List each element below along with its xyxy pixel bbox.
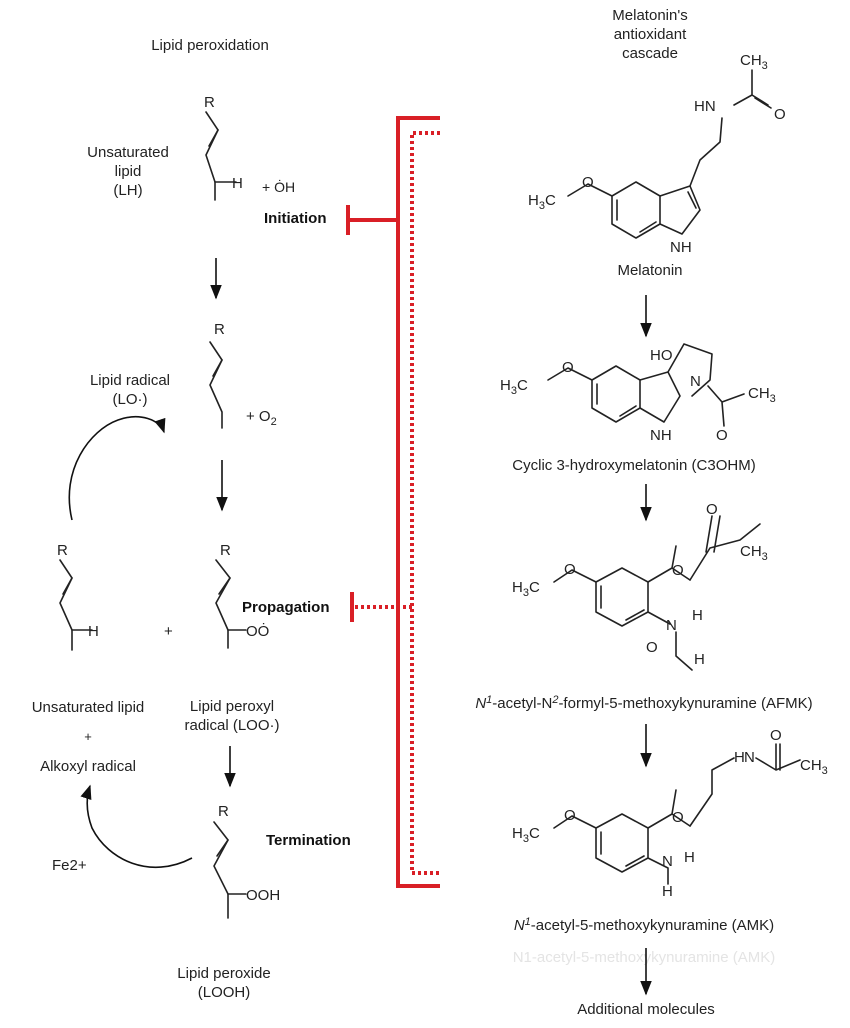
atom-label: R [57, 542, 68, 559]
lipid-peroxide-label: (LOOH) [198, 984, 251, 1001]
unsaturated-lipid-2-structure: R H [57, 542, 99, 651]
unsaturated-lipid-label: Unsaturated [87, 144, 169, 161]
atom-label: H3C [512, 579, 540, 599]
atom-label: O [672, 562, 684, 579]
atom-label: O [774, 106, 786, 123]
arrow-cycle-up [68, 416, 166, 521]
atom-label: H [684, 849, 695, 866]
atom-label: H3C [512, 825, 540, 845]
atom-label: CH3 [740, 52, 768, 72]
c3ohm-label: Cyclic 3-hydroxymelatonin (C3OHM) [512, 457, 755, 474]
lipid-peroxyl-label: radical (LOO·) [184, 717, 279, 734]
atom-label: R [214, 321, 225, 338]
plus-sign: + [164, 623, 173, 640]
atom-label: H [692, 607, 703, 624]
oxygen-label: + O2 [246, 408, 277, 428]
atom-label: H [88, 623, 99, 640]
plus-sign: + [84, 729, 92, 744]
inhibition-bracket [346, 116, 440, 888]
unsaturated-lipid-label: (LH) [113, 182, 142, 199]
afmk-label: N1-acetyl-N2-formyl-5-methoxykynuramine … [475, 694, 812, 712]
atom-label: O [582, 174, 594, 191]
atom-label: H3C [500, 377, 528, 397]
melatonin-label: Melatonin [617, 262, 682, 279]
amk-structure: O H N O CH3 N H H O H3C [512, 727, 828, 900]
termination-label: Termination [266, 832, 351, 849]
unsaturated-lipid-2-label: Unsaturated lipid [32, 699, 145, 716]
atom-label: N [744, 749, 755, 766]
atom-label: OOH [246, 887, 280, 904]
afmk-structure: O O CH3 N H O H O H3C [512, 501, 768, 671]
atom-label: O [564, 807, 576, 824]
unsaturated-lipid-structure: R H [204, 94, 243, 201]
atom-label: H3C [528, 192, 556, 212]
atom-label: H [694, 651, 705, 668]
atom-label: HO [650, 347, 673, 364]
iron-label: Fe2+ [52, 857, 87, 874]
hydroxyl-radical-label: + ȮH [262, 178, 295, 195]
atom-label: R [204, 94, 215, 111]
atom-label: CH3 [740, 543, 768, 563]
atom-label: CH3 [800, 757, 828, 777]
atom-label: O [562, 359, 574, 376]
atom-label: OȮ [246, 622, 269, 640]
atom-label: NH [670, 239, 692, 256]
left-heading: Lipid peroxidation [151, 37, 269, 54]
atom-label: O [564, 561, 576, 578]
lipid-peroxyl-structure: R OȮ [215, 542, 269, 649]
atom-label: O [770, 727, 782, 744]
atom-label: R [220, 542, 231, 559]
atom-label: HN [694, 98, 716, 115]
atom-label: NH [650, 427, 672, 444]
right-heading: Melatonin's [612, 7, 687, 24]
atom-label: O [706, 501, 718, 518]
atom-label: N [662, 853, 673, 870]
atom-label: H [232, 175, 243, 192]
amk-label: N1-acetyl-5-methoxykynuramine (AMK) [514, 916, 774, 934]
atom-label: CH3 [748, 385, 776, 405]
amk-ghost-label: N1-acetyl-5-methoxykynuramine (AMK) [513, 949, 776, 966]
unsaturated-lipid-label: lipid [115, 163, 142, 180]
right-heading: cascade [622, 45, 678, 62]
atom-label: O [716, 427, 728, 444]
initiation-label: Initiation [264, 210, 327, 227]
atom-label: H [734, 749, 745, 766]
atom-label: O [646, 639, 658, 656]
atom-label: N [666, 617, 677, 634]
lipid-peroxide-structure: R OOH [213, 803, 280, 919]
arrow-fe-cycle [80, 784, 193, 868]
atom-label: N [690, 373, 701, 390]
lipid-radical-label: Lipid radical [90, 372, 170, 389]
right-heading: antioxidant [614, 26, 687, 43]
lipid-radical-label: (LO·) [113, 391, 148, 408]
alkoxyl-radical-label: Alkoxyl radical [40, 758, 136, 775]
additional-molecules-label: Additional molecules [577, 1001, 715, 1018]
atom-label: H [662, 883, 673, 900]
melatonin-structure: HN O CH3 O H3C NH [528, 52, 786, 256]
lipid-peroxide-label: Lipid peroxide [177, 965, 270, 982]
lipid-peroxyl-label: Lipid peroxyl [190, 698, 274, 715]
c3ohm-structure: HO N O CH3 O H3C NH [500, 343, 776, 444]
atom-label: O [672, 809, 684, 826]
propagation-label: Propagation [242, 599, 330, 616]
lipid-radical-structure: R [209, 321, 225, 429]
atom-label: R [218, 803, 229, 820]
